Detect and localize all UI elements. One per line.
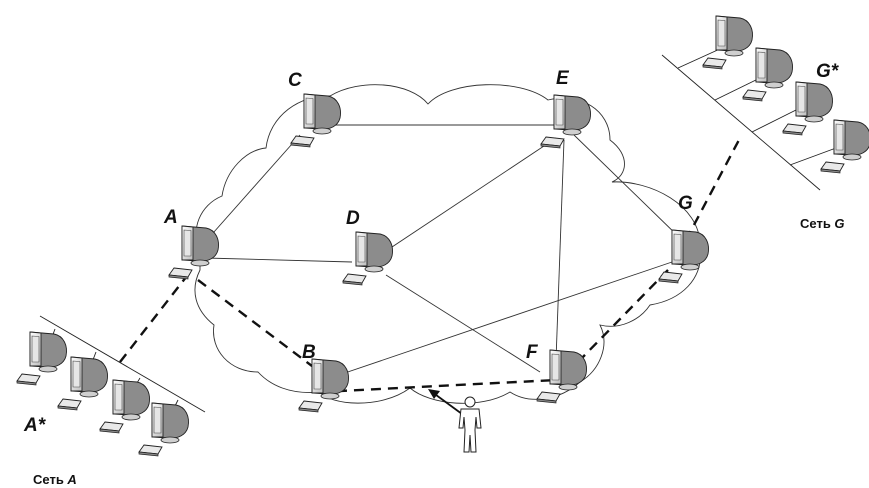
dashed-a-star-to-a bbox=[119, 271, 191, 363]
subnet-label-a-star: A* bbox=[23, 415, 47, 436]
intercept-arrow bbox=[428, 389, 463, 415]
dashed-b-to-f bbox=[319, 378, 557, 394]
node-label-c: C bbox=[288, 70, 302, 91]
node-label-a: A bbox=[163, 207, 178, 228]
subnet-label-g-star: G* bbox=[816, 61, 840, 82]
link-e-f bbox=[555, 139, 565, 361]
computer-icon-a-star-2[interactable] bbox=[57, 356, 108, 411]
network-links bbox=[197, 124, 683, 379]
node-label-b: B bbox=[302, 342, 316, 363]
computer-icon-c[interactable] bbox=[290, 93, 341, 148]
computer-icon-e[interactable] bbox=[540, 94, 591, 149]
subnet-g-bus bbox=[661, 47, 837, 191]
net-caption-g: Сеть G bbox=[800, 216, 845, 231]
link-a-d bbox=[204, 257, 353, 263]
dashed-g-to-g-star bbox=[684, 137, 742, 241]
node-label-d: D bbox=[346, 208, 360, 229]
link-d-f bbox=[385, 274, 541, 373]
computer-icon-a[interactable] bbox=[168, 225, 219, 280]
computer-icon-a-star-4[interactable] bbox=[138, 402, 189, 457]
computer-icon-g-star-3[interactable] bbox=[782, 81, 833, 136]
node-label-f: F bbox=[526, 342, 539, 363]
dashed-path bbox=[119, 137, 742, 394]
link-d-e bbox=[379, 137, 557, 256]
computer-icon-b[interactable] bbox=[298, 358, 349, 413]
node-label-e: E bbox=[556, 68, 570, 89]
net-caption-a: Сеть A bbox=[33, 472, 77, 487]
computer-icon-g-star-2[interactable] bbox=[742, 47, 793, 102]
computer-icon-f[interactable] bbox=[536, 349, 587, 404]
dashed-f-to-g bbox=[577, 269, 669, 363]
computer-icon-g-star-4[interactable] bbox=[820, 119, 869, 174]
node-label-g: G bbox=[678, 193, 693, 214]
computer-icon-d[interactable] bbox=[342, 231, 393, 286]
computer-icon-g[interactable] bbox=[658, 229, 709, 284]
computer-icon-a-star-3[interactable] bbox=[99, 379, 150, 434]
link-a-c bbox=[197, 134, 301, 251]
dashed-a-to-b bbox=[197, 279, 313, 367]
link-b-g bbox=[329, 261, 673, 379]
computer-icon-a-star-1[interactable] bbox=[16, 331, 67, 386]
computer-icon-g-star-1[interactable] bbox=[702, 15, 753, 70]
network-cloud bbox=[194, 84, 702, 404]
link-e-g bbox=[573, 134, 683, 241]
intruder-person-icon bbox=[458, 396, 482, 453]
